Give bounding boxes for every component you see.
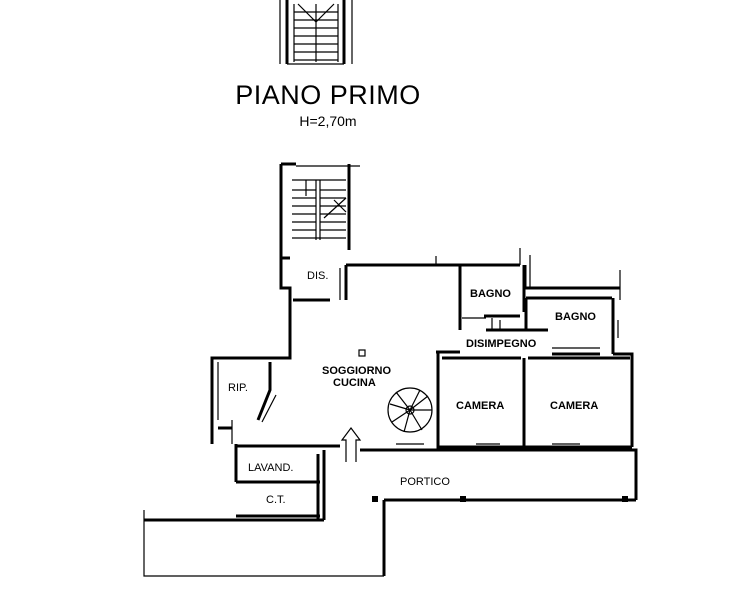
room-label-bagno-1: BAGNO [470, 288, 511, 300]
bathrooms [458, 265, 612, 332]
room-label-rip: RIP. [228, 382, 248, 394]
room-label-lavand: LAVAND. [248, 462, 293, 474]
room-label-disimpegno: DISIMPEGNO [466, 338, 537, 350]
column-marker [358, 349, 366, 357]
room-label-dis: DIS. [307, 270, 328, 282]
portico [143, 448, 638, 577]
room-label-cucina: CUCINA [333, 377, 376, 389]
bedrooms [396, 350, 632, 449]
plan-height-label: H=2,70m [299, 113, 357, 129]
entrance-arrow-icon [340, 427, 362, 462]
room-label-camera-2: CAMERA [550, 400, 598, 412]
spiral-stair [387, 387, 433, 433]
room-label-ct: C.T. [266, 494, 286, 506]
room-label-soggiorno: SOGGIORNO [322, 365, 392, 377]
room-label-portico: PORTICO [400, 476, 450, 488]
upper-stair [279, 0, 353, 65]
plan-title: PIANO PRIMO [235, 80, 421, 110]
room-label-bagno-2: BAGNO [555, 311, 596, 323]
door-thresholds [339, 268, 600, 349]
left-rooms [144, 356, 340, 522]
room-label-camera-1: CAMERA [456, 400, 504, 412]
stairwell [279, 162, 360, 260]
